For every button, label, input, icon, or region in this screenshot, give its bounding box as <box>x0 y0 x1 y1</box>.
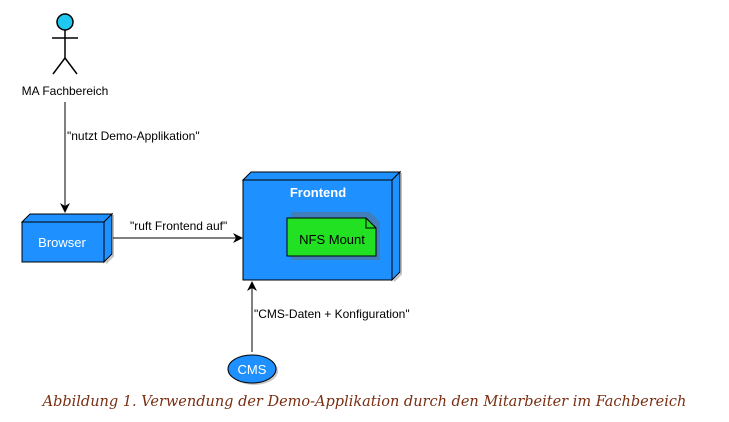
edge-label-ruft: "ruft Frontend auf" <box>130 219 227 233</box>
cms-node <box>227 354 278 385</box>
actor-head <box>56 13 74 31</box>
edge-label-cms-daten: "CMS-Daten + Konfiguration" <box>254 307 410 321</box>
deployment-diagram: MA Fachbereich "nutzt Demo-Applikation" … <box>20 13 410 385</box>
edge-label-nutzt: "nutzt Demo-Applikation" <box>67 129 200 143</box>
frontend-title: Frontend <box>290 185 346 200</box>
browser-label: Browser <box>38 235 86 250</box>
nfs-mount-note <box>286 212 380 260</box>
nfs-mount-label: NFS Mount <box>299 232 365 247</box>
actor-stick-figure <box>52 13 78 75</box>
browser-node <box>20 212 114 264</box>
figure-caption: Abbildung 1. Verwendung der Demo-Applika… <box>42 394 687 410</box>
actor-label: MA Fachbereich <box>22 84 109 98</box>
cms-label: CMS <box>238 362 267 377</box>
